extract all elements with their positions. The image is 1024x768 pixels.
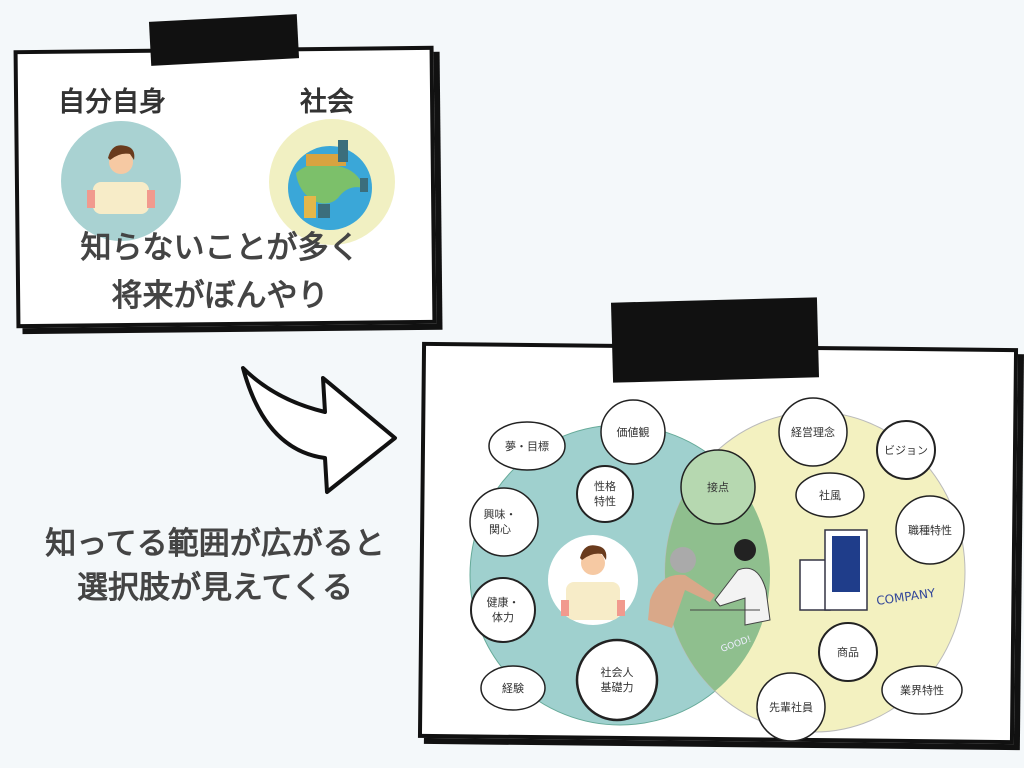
svg-text:関心: 関心	[489, 523, 511, 536]
bubble-culture: 社風	[795, 472, 865, 518]
bubble-products: 商品	[818, 622, 878, 682]
bubble-interest: 興味・関心	[469, 487, 539, 557]
svg-text:先輩社員: 先輩社員	[769, 700, 813, 714]
bubble-job-traits: 職種特性	[895, 495, 965, 565]
company-building-icon	[799, 529, 868, 611]
svg-text:性格: 性格	[594, 479, 616, 493]
svg-text:価値観: 価値観	[617, 425, 650, 439]
bubble-industry-traits: 業界特性	[881, 665, 963, 715]
message-line-2: 選択肢が見えてくる	[77, 570, 353, 606]
bubble-experience: 経験	[480, 665, 546, 711]
svg-text:業界特性: 業界特性	[900, 683, 944, 697]
society-label: 社会	[300, 87, 354, 118]
svg-text:ビジョン: ビジョン	[884, 444, 928, 457]
svg-text:基礎力: 基礎力	[601, 681, 634, 694]
svg-text:体力: 体力	[492, 610, 514, 624]
self-avatar	[548, 535, 638, 625]
self-illustration	[61, 121, 181, 241]
bubble-philosophy: 経営理念	[778, 397, 848, 467]
bubble-dream: 夢・目標	[488, 421, 566, 471]
svg-text:興味・: 興味・	[484, 508, 517, 521]
middle-message: 知ってる範囲が広がると 選択肢が見えてくる	[10, 522, 420, 610]
svg-text:特性: 特性	[594, 494, 616, 508]
svg-text:社風: 社風	[819, 488, 841, 502]
svg-text:職種特性: 職種特性	[908, 523, 952, 537]
svg-text:夢・目標: 夢・目標	[505, 439, 549, 453]
bubble-values: 価値観	[600, 399, 666, 465]
svg-text:経営理念: 経営理念	[791, 425, 835, 439]
before-caption: 知らないことが多く 将来がぼんやり	[40, 226, 400, 318]
svg-text:社会人: 社会人	[601, 665, 634, 679]
bubble-vision: ビジョン	[876, 420, 936, 480]
svg-text:商品: 商品	[837, 645, 859, 659]
bubble-health: 健康・体力	[470, 577, 536, 643]
caption-line-2: 将来がぼんやり	[111, 278, 329, 314]
svg-text:接点: 接点	[707, 481, 729, 494]
self-label: 自分自身	[58, 87, 166, 118]
svg-text:健康・: 健康・	[487, 595, 520, 609]
caption-line-1: 知らないことが多く	[80, 230, 360, 266]
society-globe-illustration	[269, 119, 395, 245]
svg-text:経験: 経験	[502, 681, 524, 695]
handshake-illustration	[648, 539, 771, 628]
message-line-1: 知ってる範囲が広がると	[45, 526, 385, 562]
bubble-contact: 接点	[680, 449, 756, 525]
bubble-seniors: 先輩社員	[756, 672, 826, 742]
arrow-right-icon	[241, 366, 397, 494]
